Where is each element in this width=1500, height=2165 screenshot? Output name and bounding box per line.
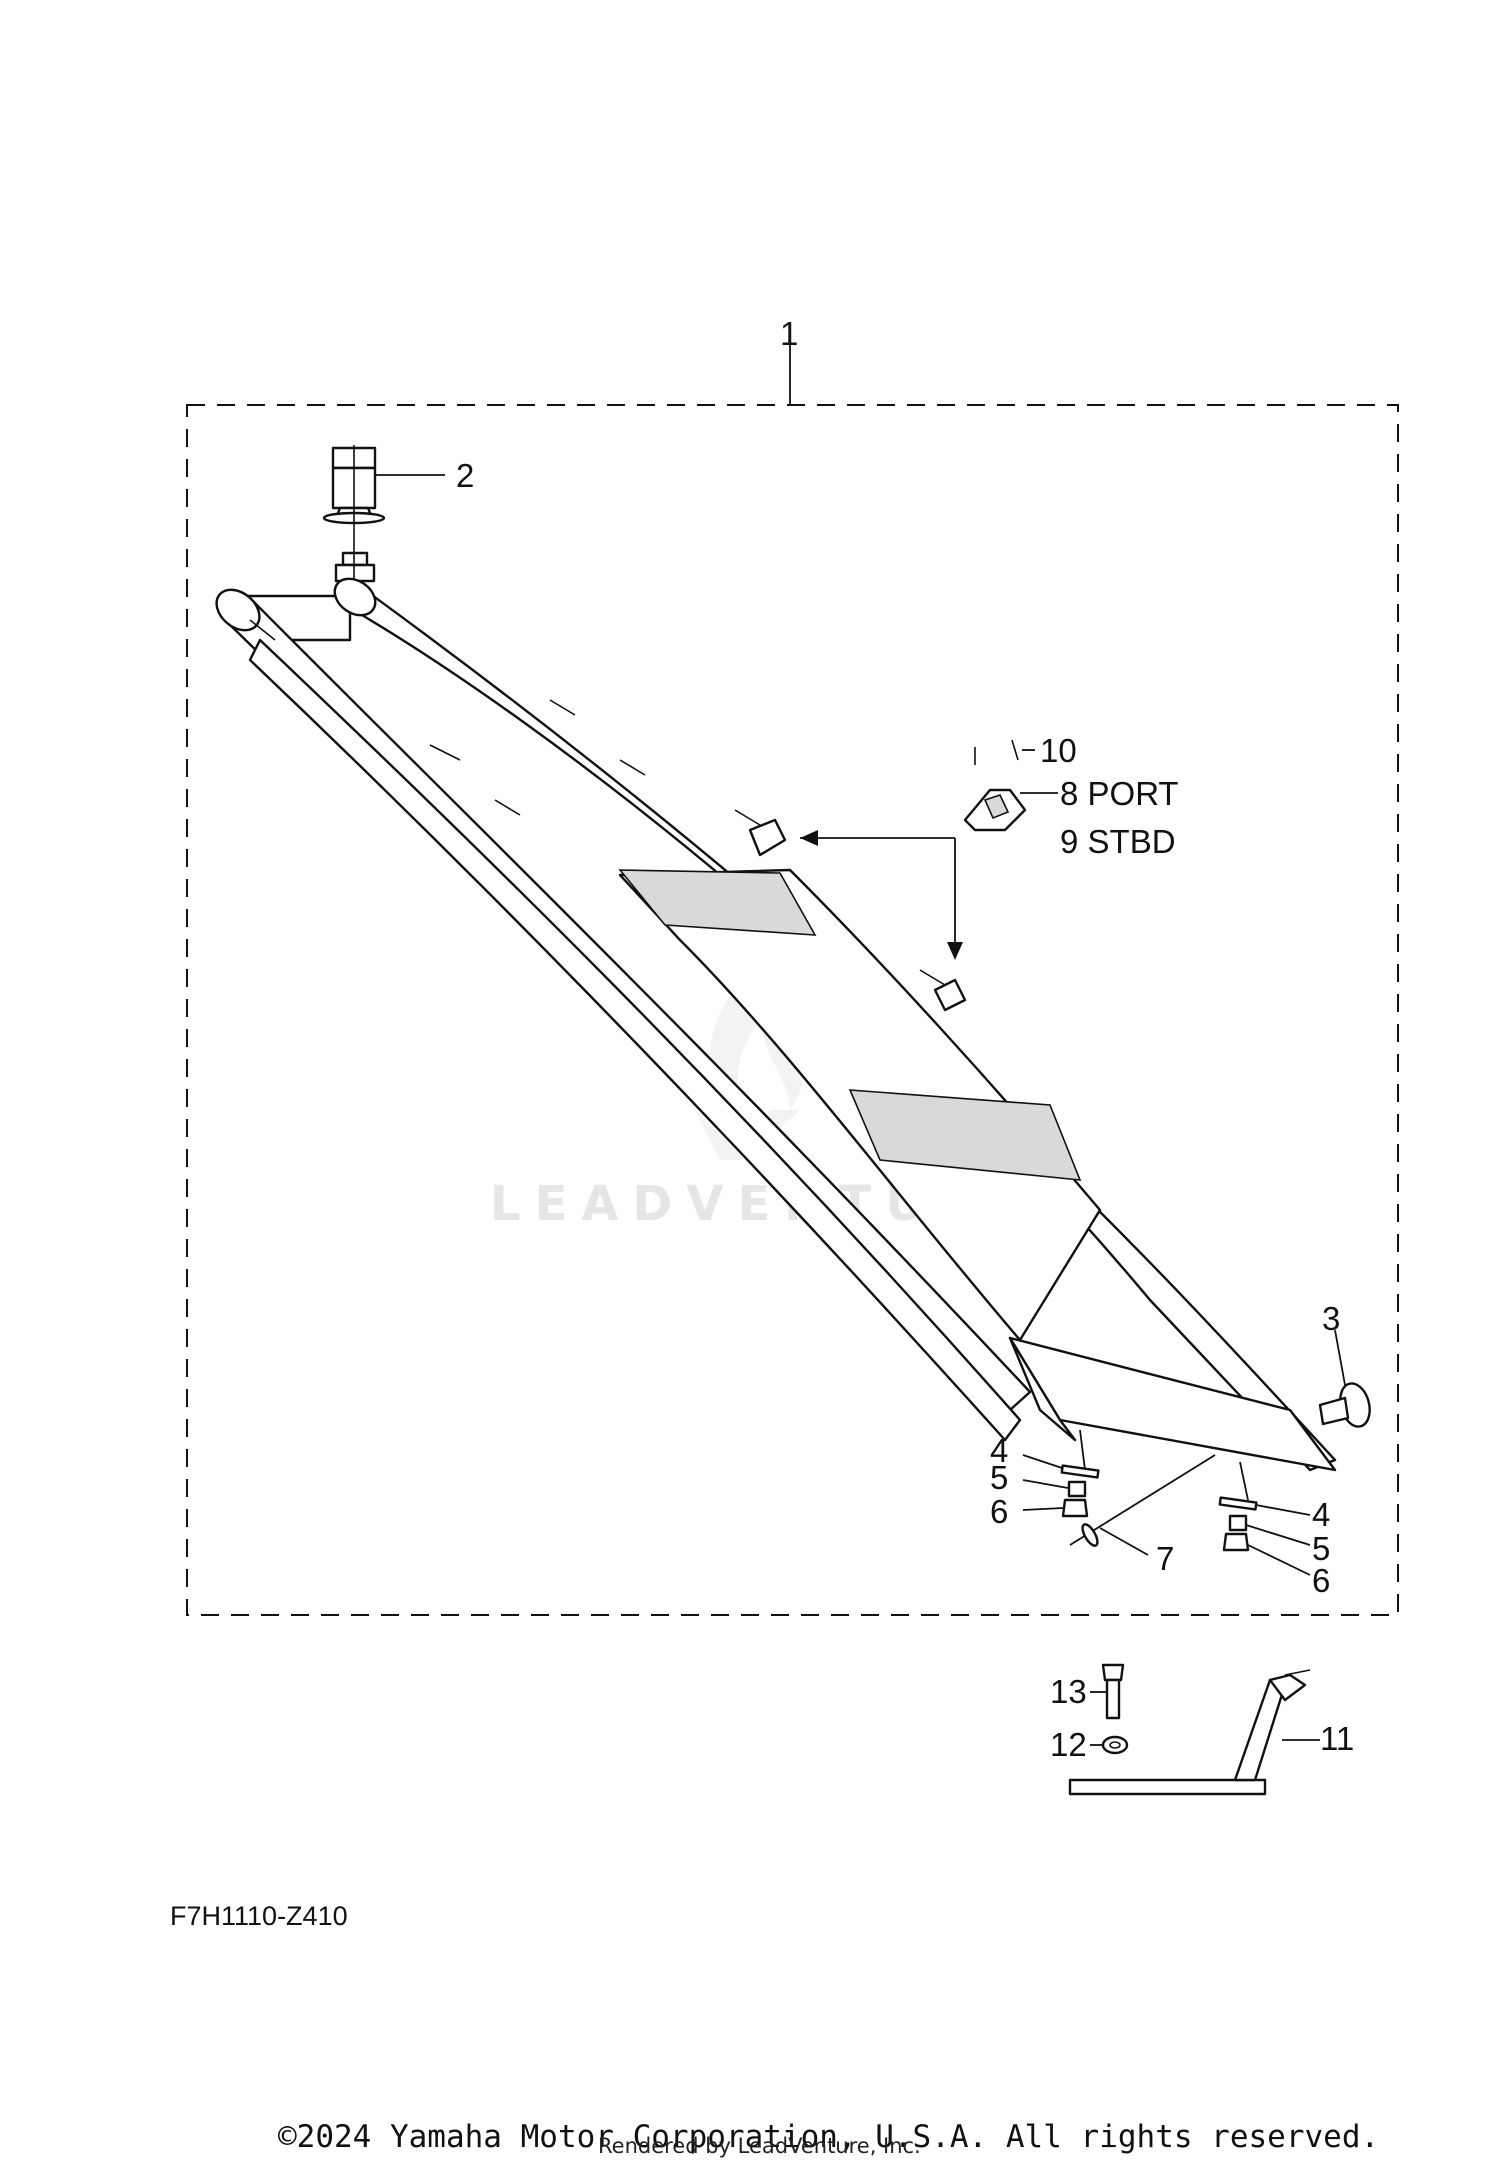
light-fixture-part: [322, 445, 386, 600]
assembly-frame: [186, 404, 1399, 1616]
leader-4b: [1255, 1504, 1311, 1516]
knob-part: [1318, 1382, 1371, 1428]
rendered-by-notice: Rendered by LeadVenture, Inc.: [598, 2134, 921, 2158]
copyright-notice: ©2024 Yamaha Motor Corporation, U.S.A. A…: [278, 2119, 1379, 2155]
callout-11: 11: [1320, 1720, 1354, 1757]
mount-bracket-part: [1068, 1669, 1311, 1796]
callout-13: 13: [1050, 1673, 1087, 1710]
callout-10: 10: [1040, 732, 1077, 769]
left-hardware-parts: [1060, 1464, 1100, 1518]
leader-3: [1334, 1329, 1346, 1386]
leader-7: [1099, 1527, 1149, 1556]
bolt-part: [1101, 1663, 1125, 1720]
callout-6b: 6: [1312, 1562, 1330, 1599]
callout-9: 9 STBD: [1060, 823, 1176, 860]
callout-8: 8 PORT: [1060, 775, 1179, 812]
arrow-to-port-mount: [800, 830, 963, 960]
leader-6b: [1247, 1544, 1311, 1576]
callout-4a: 4: [990, 1432, 1008, 1469]
clamp-bracket-part: [963, 739, 1027, 832]
right-hardware-parts: [1218, 1496, 1258, 1552]
callout-7: 7: [1156, 1540, 1174, 1577]
leader-4a: [1022, 1454, 1063, 1469]
callout-1: 1: [780, 315, 798, 352]
washer-part: [1101, 1735, 1129, 1755]
leader-5a: [1022, 1479, 1069, 1489]
callout-12: 12: [1050, 1726, 1087, 1763]
leader-5b: [1245, 1524, 1311, 1546]
callout-3: 3: [1322, 1300, 1340, 1337]
rod-part: [1069, 1454, 1216, 1547]
callout-2: 2: [456, 457, 474, 494]
leader-6a: [1022, 1507, 1064, 1511]
callout-5a: 5: [990, 1459, 1008, 1496]
callout-6a: 6: [990, 1493, 1008, 1530]
callout-5b: 5: [1312, 1530, 1330, 1567]
tower-frame-part: [215, 577, 1337, 1501]
callout-4b: 4: [1312, 1496, 1330, 1533]
diagram-code: F7H1110-Z410: [170, 1901, 348, 1931]
